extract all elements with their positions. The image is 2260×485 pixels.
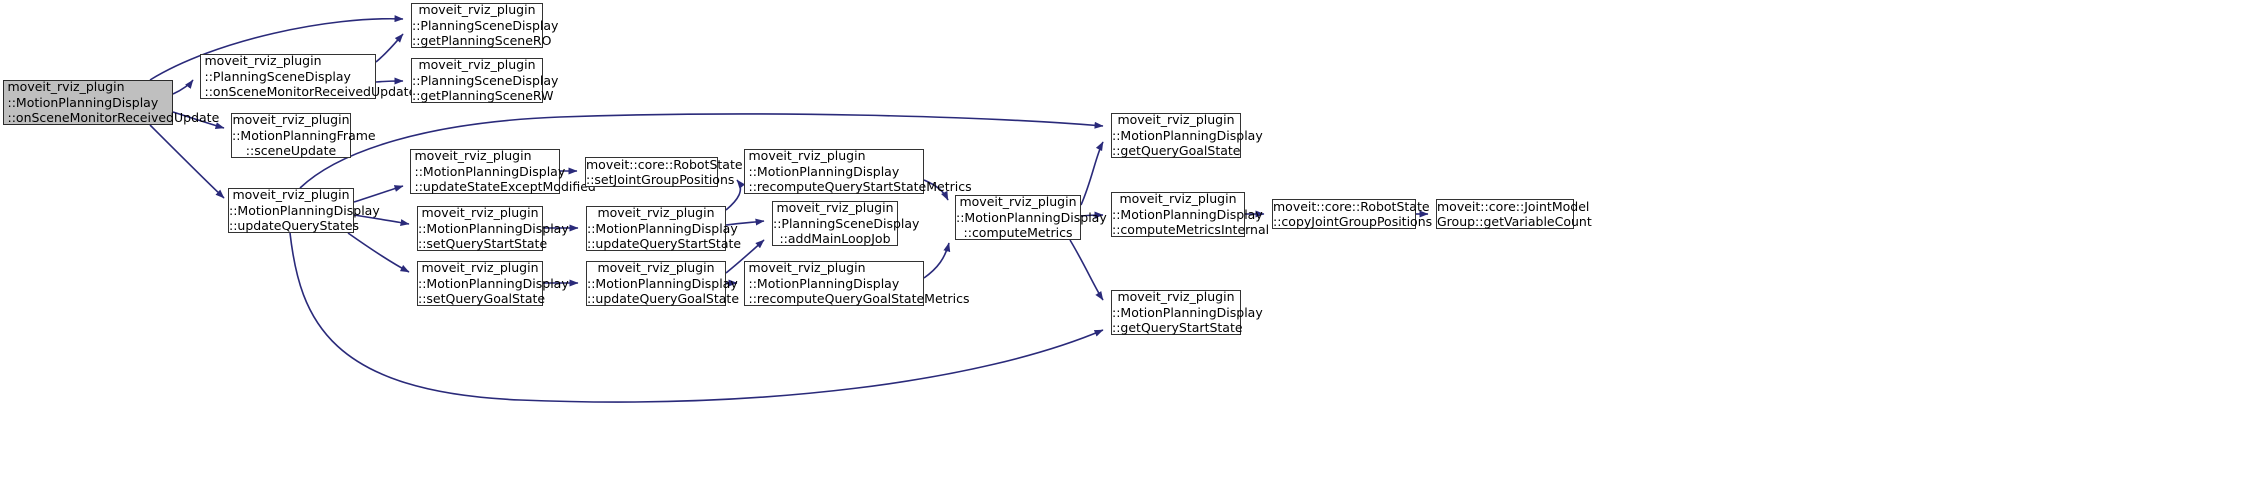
graph-node-label-line: ::computeMetricsInternal	[1112, 222, 1270, 238]
edge-computeMetrics-to-getQueryStartState	[1069, 239, 1104, 301]
edge-PSD-onScene-to-getPlanningSceneRO	[375, 33, 404, 63]
graph-node[interactable]: moveit::core::RobotState::setJointGroupP…	[585, 156, 743, 187]
edge-updateQueryStates-to-updateStateExceptModified	[353, 185, 404, 203]
graph-node-label-line: ::onSceneMonitorReceivedUpdate	[204, 84, 417, 100]
graph-node[interactable]: moveit_rviz_plugin::MotionPlanningDispla…	[1111, 112, 1263, 159]
graph-node[interactable]: moveit_rviz_plugin::PlanningSceneDisplay…	[411, 2, 559, 49]
graph-node-label-line: moveit_rviz_plugin	[421, 260, 539, 276]
graph-node-label-line: ::MotionPlanningDisplay	[7, 94, 159, 110]
graph-node[interactable]: moveit_rviz_plugin::MotionPlanningDispla…	[586, 205, 742, 252]
graph-node[interactable]: moveit_rviz_plugin::MotionPlanningDispla…	[955, 194, 1107, 241]
graph-node-label-line: moveit::core::RobotState	[586, 156, 743, 172]
graph-node-label-line: ::updateQueryGoalState	[587, 291, 740, 307]
graph-node-label-line: moveit_rviz_plugin	[418, 57, 536, 73]
edge-recomputeQueryGoalStateMetrics-to-computeMetrics	[923, 242, 951, 279]
graph-node-label-line: ::recomputeQueryStartStateMetrics	[748, 179, 972, 195]
graph-node-label-line: moveit_rviz_plugin	[7, 79, 125, 95]
graph-node-label-line: moveit_rviz_plugin	[1117, 289, 1235, 305]
graph-node-label-line: ::setQueryGoalState	[418, 291, 546, 307]
graph-node-label-line: ::updateStateExceptModified	[414, 179, 596, 195]
graph-node-label-line: ::MotionPlanningDisplay	[587, 220, 738, 236]
graph-node[interactable]: moveit_rviz_plugin::MotionPlanningDispla…	[1111, 289, 1263, 336]
graph-node-label-line: ::MotionPlanningDisplay	[229, 202, 380, 218]
graph-node[interactable]: moveit_rviz_plugin::MotionPlanningDispla…	[744, 260, 970, 307]
graph-node-label-line: moveit_rviz_plugin	[418, 2, 536, 18]
edge-computeMetrics-to-getQueryGoalState	[1080, 141, 1104, 206]
graph-node-label-line: moveit_rviz_plugin	[232, 112, 350, 128]
graph-node-label-line: ::MotionPlanningDisplay	[418, 220, 569, 236]
graph-node-label-line: moveit_rviz_plugin	[204, 53, 322, 69]
graph-node-label-line: ::updateQueryStates	[229, 218, 360, 234]
graph-node[interactable]: moveit_rviz_plugin::PlanningSceneDisplay…	[200, 53, 417, 100]
edge-root-to-updateQueryStates	[149, 124, 225, 199]
graph-node-label-line: ::PlanningSceneDisplay	[773, 215, 920, 231]
graph-node-label-line: ::MotionPlanningDisplay	[1112, 304, 1263, 320]
graph-node[interactable]: moveit::core::RobotState::copyJointGroup…	[1272, 198, 1433, 229]
graph-node-label-line: moveit_rviz_plugin	[597, 205, 715, 221]
graph-node-label-line: moveit_rviz_plugin	[1119, 191, 1237, 207]
graph-node-label-line: ::PlanningSceneDisplay	[412, 17, 559, 33]
graph-node-label-line: moveit_rviz_plugin	[232, 187, 350, 203]
graph-node-label-line: ::getPlanningSceneRO	[412, 33, 552, 49]
graph-node-label-line: ::MotionPlanningDisplay	[418, 275, 569, 291]
graph-node-label-line: ::copyJointGroupPositions	[1273, 214, 1433, 229]
graph-node-label-line: ::MotionPlanningDisplay	[748, 275, 900, 291]
graph-node-label-line: ::MotionPlanningDisplay	[414, 163, 566, 179]
graph-node[interactable]: moveit_rviz_plugin::MotionPlanningDispla…	[1111, 191, 1270, 238]
graph-node-root[interactable]: moveit_rviz_plugin::MotionPlanningDispla…	[3, 79, 220, 126]
edge-root-to-PSD-onSceneMonitorReceivedUpdate	[172, 79, 194, 95]
graph-node[interactable]: moveit_rviz_plugin::MotionPlanningFrame:…	[231, 112, 376, 159]
graph-node-label-line: ::updateQueryStartState	[587, 236, 742, 252]
graph-node[interactable]: moveit_rviz_plugin::MotionPlanningDispla…	[228, 187, 380, 234]
graph-node-label-line: moveit_rviz_plugin	[597, 260, 715, 276]
graph-node-label-line: ::sceneUpdate	[245, 143, 337, 159]
graph-node-label-line: moveit_rviz_plugin	[959, 194, 1077, 210]
graph-node-label-line: moveit::core::JointModel	[1437, 198, 1590, 214]
graph-node-label-line: ::PlanningSceneDisplay	[412, 72, 559, 88]
graph-node-label-line: moveit_rviz_plugin	[776, 200, 894, 216]
graph-node-label-line: moveit_rviz_plugin	[748, 260, 866, 276]
graph-node-label-line: ::recomputeQueryGoalStateMetrics	[748, 291, 970, 307]
graph-node-label-line: moveit_rviz_plugin	[421, 205, 539, 221]
edge-updateQueryStates-to-setQueryGoalState	[347, 232, 410, 273]
edge-updateQueryStates-to-getQueryStartState	[289, 232, 1104, 403]
graph-node-label-line: ::getQueryStartState	[1112, 320, 1243, 336]
graph-node-label-line: ::computeMetrics	[963, 225, 1073, 241]
graph-node-label-line: Group::getVariableCount	[1437, 214, 1592, 229]
graph-node-label-line: moveit_rviz_plugin	[748, 148, 866, 164]
graph-node-label-line: ::getQueryGoalState	[1112, 143, 1241, 159]
graph-node-label-line: ::MotionPlanningDisplay	[587, 275, 738, 291]
graph-node-label-line: ::MotionPlanningDisplay	[1112, 127, 1263, 143]
graph-node[interactable]: moveit_rviz_plugin::MotionPlanningDispla…	[410, 148, 596, 195]
graph-node-label-line: moveit_rviz_plugin	[414, 148, 532, 164]
graph-node[interactable]: moveit_rviz_plugin::MotionPlanningDispla…	[744, 148, 972, 195]
graph-node[interactable]: moveit_rviz_plugin::PlanningSceneDisplay…	[411, 57, 559, 104]
graph-node-label-line: ::getPlanningSceneRW	[412, 88, 554, 104]
graph-node-label-line: ::MotionPlanningDisplay	[748, 163, 900, 179]
graph-node-label-line: moveit_rviz_plugin	[1117, 112, 1235, 128]
edge-PSD-onScene-to-getPlanningSceneRW	[375, 77, 404, 85]
graph-node-label-line: ::MotionPlanningDisplay	[956, 209, 1107, 225]
graph-node[interactable]: moveit_rviz_plugin::MotionPlanningDispla…	[586, 260, 740, 307]
graph-node-label-line: ::MotionPlanningFrame	[232, 127, 376, 143]
graph-node-label-line: moveit::core::RobotState	[1273, 198, 1430, 214]
graph-node[interactable]: moveit_rviz_plugin::PlanningSceneDisplay…	[772, 200, 920, 247]
graph-node-label-line: ::addMainLoopJob	[779, 231, 891, 247]
graph-node-label-line: ::PlanningSceneDisplay	[204, 68, 351, 84]
graph-node-label-line: ::MotionPlanningDisplay	[1112, 206, 1263, 222]
graph-node[interactable]: moveit_rviz_plugin::MotionPlanningDispla…	[417, 205, 569, 252]
graph-node-label-line: ::onSceneMonitorReceivedUpdate	[7, 110, 220, 126]
graph-node-label-line: ::setJointGroupPositions	[586, 172, 735, 187]
graph-node-label-line: ::setQueryStartState	[418, 236, 548, 252]
graph-node[interactable]: moveit_rviz_plugin::MotionPlanningDispla…	[417, 260, 569, 307]
